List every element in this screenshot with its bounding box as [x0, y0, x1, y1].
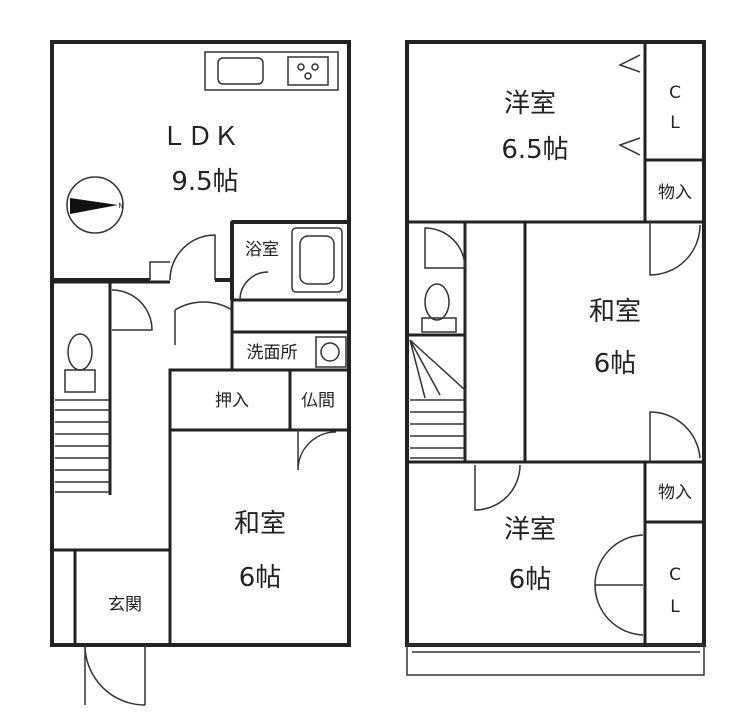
- western-room-1-size: 6.5帖: [501, 135, 568, 165]
- closet-label: 押入: [215, 391, 249, 411]
- toilet-icon: [64, 333, 96, 393]
- western-room-2-label: 洋室: [504, 515, 556, 545]
- japanese-room-2f-size: 6帖: [594, 349, 637, 379]
- storage-1-label: 物入: [658, 183, 692, 203]
- ldk-size: 9.5帖: [171, 167, 238, 197]
- kitchen-counter: [204, 51, 339, 91]
- closet-2-label-l: L: [670, 597, 680, 617]
- compass-icon: N: [66, 176, 124, 234]
- western-room-1-label: 洋室: [504, 89, 556, 119]
- stairs: [55, 399, 110, 493]
- entrance-label: 玄関: [108, 595, 142, 615]
- svg-text:N: N: [118, 202, 123, 210]
- toilet-icon: [421, 283, 457, 333]
- japanese-room-1f-size: 6帖: [239, 563, 282, 593]
- japanese-room-2f-label: 和室: [589, 297, 641, 327]
- altar-room-label: 仏間: [301, 391, 335, 411]
- ldk-label: ＬＤＫ: [161, 122, 239, 152]
- closet-1-label-c: C: [669, 83, 681, 103]
- closet-2-label-c: C: [669, 565, 681, 585]
- floor-1-plan: N ＬＤＫ 9.5帖 浴室 洗面所 押入 仏間 和室 6帖: [50, 40, 351, 706]
- western-room-2-size: 6帖: [509, 565, 552, 595]
- storage-2-label: 物入: [658, 483, 692, 503]
- bath-label: 浴室: [245, 240, 279, 260]
- floor-2-plan: 洋室 6.5帖 C L 物入 和室 6帖 物入 C L 洋室 6帖: [405, 40, 706, 676]
- japanese-room-1f-label: 和室: [234, 509, 286, 539]
- closet-1-label-l: L: [670, 113, 680, 133]
- washroom-label: 洗面所: [247, 343, 298, 363]
- stairs: [409, 339, 466, 459]
- balcony: [406, 644, 705, 676]
